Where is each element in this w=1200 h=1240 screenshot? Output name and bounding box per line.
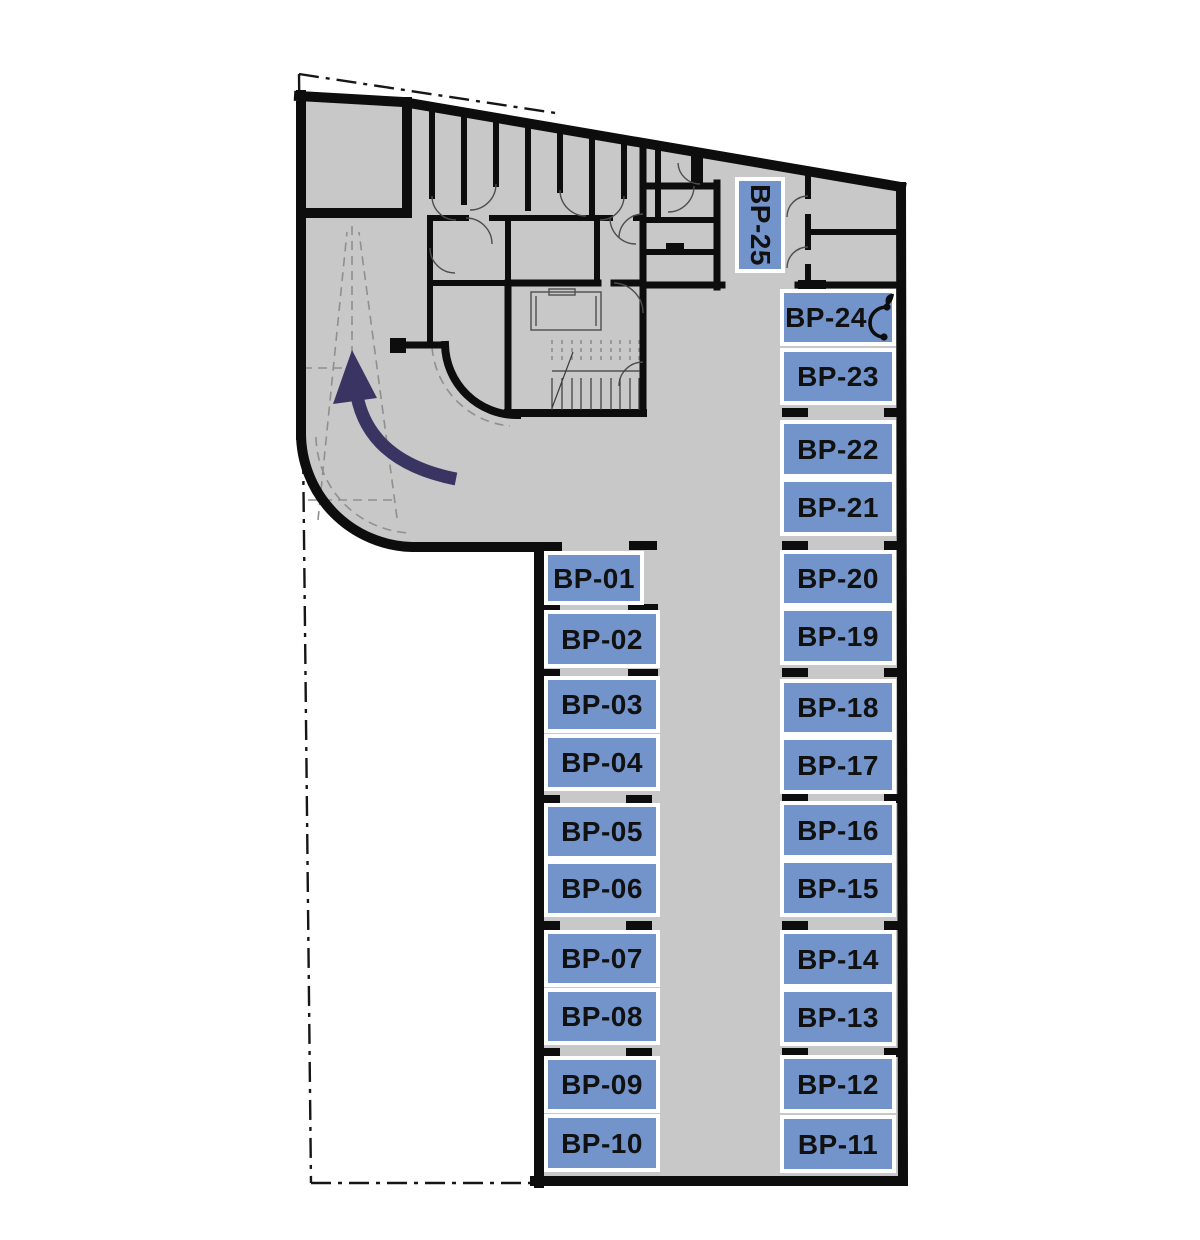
parking-space-label: BP-24 [785, 302, 867, 333]
property-boundary-line [297, 72, 563, 1185]
parking-space-label: BP-07 [561, 943, 643, 974]
door-arcs [429, 162, 809, 387]
parking-space-bp-17: BP-17 [780, 736, 896, 794]
parking-space-bp-07: BP-07 [544, 930, 660, 987]
parking-space-label: BP-10 [561, 1128, 643, 1159]
parking-space-label: BP-05 [561, 816, 643, 847]
wall-stubs [390, 243, 902, 1057]
parking-space-label: BP-04 [561, 747, 643, 778]
drive-direction-arrow [333, 350, 458, 486]
parking-space-label: BP-17 [797, 750, 879, 781]
parking-space-bp-22: BP-22 [780, 420, 896, 478]
parking-space-bp-15: BP-15 [780, 859, 896, 917]
parking-space-label: BP-22 [797, 434, 879, 465]
parking-space-bp-04: BP-04 [544, 734, 660, 791]
parking-space-bp-13: BP-13 [780, 988, 896, 1046]
parking-space-bp-20: BP-20 [780, 550, 896, 607]
parking-space-bp-16: BP-16 [780, 801, 896, 859]
parking-space-label: BP-14 [797, 944, 879, 975]
parking-space-bp-12: BP-12 [780, 1055, 896, 1113]
parking-space-bp-10: BP-10 [544, 1114, 660, 1172]
parking-space-bp-25: BP-25 [735, 177, 785, 273]
parking-space-label: BP-06 [561, 873, 643, 904]
parking-space-bp-09: BP-09 [544, 1056, 660, 1113]
parking-space-label: BP-08 [561, 1001, 643, 1032]
parking-space-label: BP-15 [797, 873, 879, 904]
parking-space-label: BP-11 [798, 1129, 878, 1160]
stairs [551, 340, 640, 410]
interior-walls-heavy [391, 139, 902, 417]
parking-space-bp-14: BP-14 [780, 930, 896, 988]
parking-space-bp-19: BP-19 [780, 607, 896, 665]
parking-space-label: BP-09 [561, 1069, 643, 1100]
parking-space-label: BP-23 [797, 361, 879, 392]
parking-space-label: BP-18 [797, 692, 879, 723]
parking-space-label: BP-01 [553, 563, 635, 594]
parking-space-bp-11: BP-11 [780, 1115, 896, 1173]
ev-charger-icon [868, 293, 894, 341]
parking-space-label: BP-19 [797, 621, 879, 652]
parking-space-label: BP-25 [745, 184, 776, 266]
parking-space-bp-01: BP-01 [544, 551, 644, 605]
parking-space-bp-24: BP-24 [780, 289, 896, 346]
parking-space-label: BP-02 [561, 624, 643, 655]
ramp-markings [303, 226, 511, 534]
parking-space-bp-08: BP-08 [544, 988, 660, 1045]
parking-space-bp-18: BP-18 [780, 679, 896, 736]
parking-space-bp-03: BP-03 [544, 676, 660, 733]
parking-space-bp-06: BP-06 [544, 860, 660, 917]
outer-walls [293, 90, 909, 1188]
parking-space-bp-23: BP-23 [780, 348, 896, 405]
parking-space-bp-02: BP-02 [544, 610, 660, 668]
parking-space-bp-21: BP-21 [780, 478, 896, 536]
parking-space-label: BP-03 [561, 689, 643, 720]
parking-space-label: BP-12 [797, 1069, 879, 1100]
parking-space-bp-05: BP-05 [544, 803, 660, 860]
parking-space-label: BP-16 [797, 815, 879, 846]
parking-space-label: BP-20 [797, 563, 879, 594]
parking-space-label: BP-21 [797, 492, 879, 523]
elevator [530, 288, 602, 331]
core-corner-wall [440, 340, 647, 420]
parking-space-label: BP-13 [797, 1002, 879, 1033]
